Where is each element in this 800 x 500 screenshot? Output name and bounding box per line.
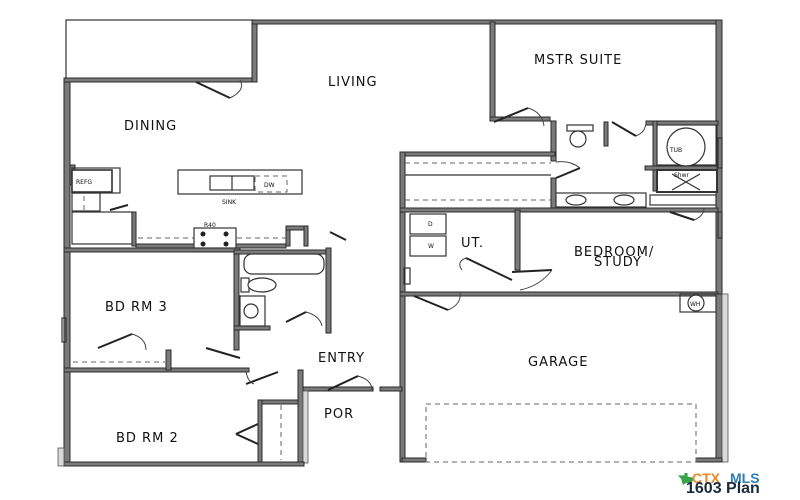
doors: [97, 79, 705, 445]
plan-title: 1603 Plan: [686, 480, 760, 497]
room-label-living: LIVING: [328, 75, 378, 90]
room-label-bedroom-study-line2: STUDY: [594, 255, 642, 270]
range-icon: [193, 227, 237, 249]
water-heater-label: WH: [690, 301, 700, 308]
tub-icon: [666, 127, 706, 167]
room-label-master-suite: MSTR SUITE: [534, 53, 622, 68]
shower-label: Shwr: [674, 172, 690, 179]
room-label-garage: GARAGE: [528, 355, 588, 370]
room-label-bedroom-3: BD RM 3: [105, 300, 168, 315]
range-label: R40: [204, 222, 216, 229]
refrigerator-label: REFG: [76, 179, 92, 186]
dishwasher-icon: [254, 175, 288, 193]
refrigerator-icon: [71, 169, 113, 193]
dryer-label: D: [428, 221, 433, 228]
toilet-icon: [569, 130, 587, 148]
watermark-mls: MLS: [730, 470, 760, 486]
room-label-porch: POR: [324, 407, 354, 422]
fixture-labels: REFG SINK DW R40 TUB Shwr D W WH: [76, 147, 700, 308]
room-label-dining: DINING: [124, 119, 177, 134]
room-labels: LIVING DINING MSTR SUITE BEDROOM/ STUDY …: [105, 53, 654, 446]
washer-icon: [409, 235, 447, 257]
room-label-utility: UT.: [461, 236, 484, 251]
tub-label: TUB: [669, 147, 682, 154]
toilet-icon: [247, 277, 277, 293]
watermark-logo: CTX MLS 1603 Plan: [668, 470, 788, 497]
water-heater-icon: [687, 294, 705, 312]
room-label-bedroom-study: BEDROOM/: [574, 245, 654, 260]
dryer-icon: [409, 213, 447, 235]
watermark-ctx: CTX: [692, 470, 720, 486]
washer-label: W: [428, 243, 434, 250]
room-label-bedroom-2: BD RM 2: [116, 431, 179, 446]
vanity-sink-icon: [565, 194, 587, 206]
vanity-sink-icon: [613, 194, 635, 206]
bathtub-icon: [243, 253, 325, 275]
sink-label: SINK: [222, 199, 237, 206]
fixtures: [71, 124, 718, 327]
sink-icon: [243, 303, 259, 319]
room-label-entry: ENTRY: [318, 351, 365, 366]
dishwasher-label: DW: [264, 182, 275, 189]
walls: [57, 19, 729, 467]
